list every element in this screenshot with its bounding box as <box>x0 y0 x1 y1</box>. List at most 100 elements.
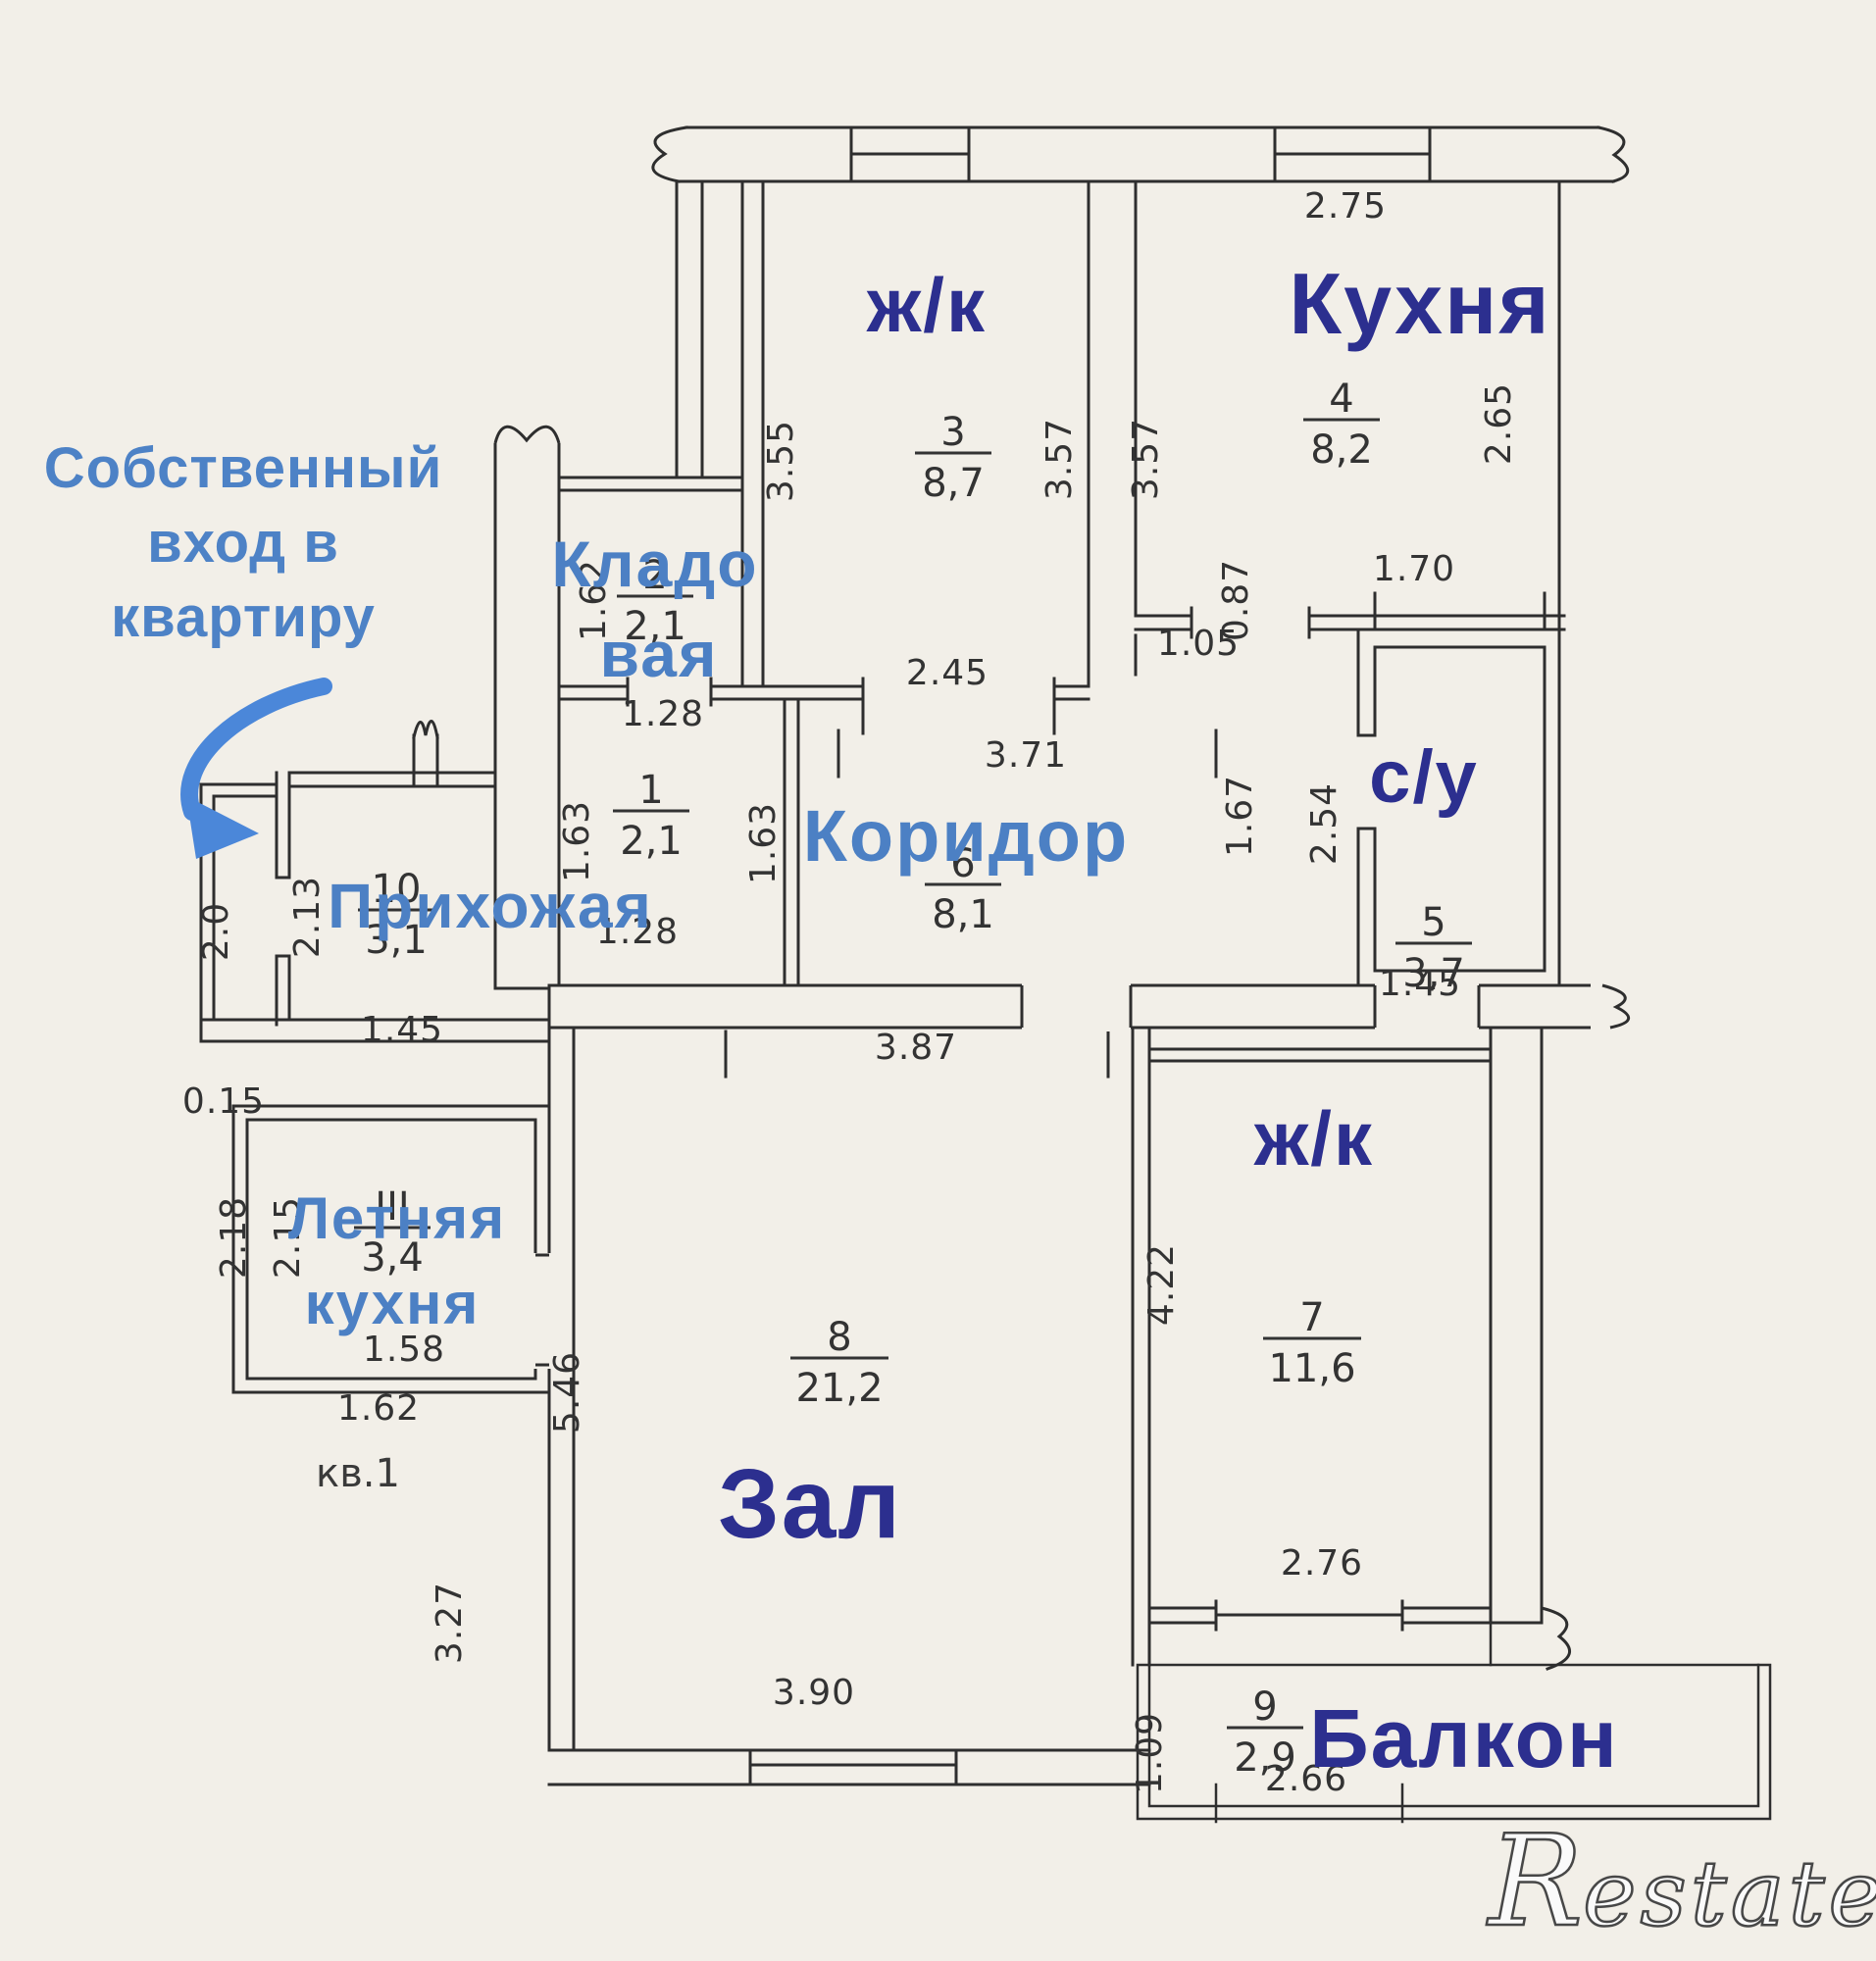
room-area: 3,7 <box>1402 951 1465 996</box>
dimension-label: 2.75 <box>1304 186 1387 226</box>
room-fraction: 821,2 <box>790 1315 888 1411</box>
dimension-label: 4.22 <box>1141 1243 1182 1326</box>
room-label: Летняя <box>288 1185 506 1251</box>
dimension-label: 1.45 <box>1379 964 1461 1004</box>
window-icon <box>849 126 971 183</box>
room-area: 2,1 <box>624 604 686 649</box>
dimension-label: 1.28 <box>596 912 679 952</box>
room-fraction: 53,7 <box>1395 900 1472 996</box>
wall-break-icon <box>1601 983 1630 1030</box>
dimension-label: 3.27 <box>430 1582 470 1664</box>
dimension-label: 1.58 <box>363 1330 445 1370</box>
room-fraction: 711,6 <box>1263 1295 1361 1391</box>
room-fraction: 68,1 <box>925 841 1001 937</box>
dimension-label: 0.15 <box>182 1081 265 1122</box>
entrance-annotation-line: вход в <box>147 511 339 575</box>
entrance-arrow-icon <box>180 678 332 859</box>
room-label: Прихожая <box>328 871 653 941</box>
dimension-label: 2.13 <box>287 876 328 958</box>
room-area: 8,7 <box>922 461 985 506</box>
room-label: Кухня <box>1289 255 1550 352</box>
room-fraction: III 3,4 <box>354 1184 431 1281</box>
wall-break-icon <box>651 126 688 183</box>
room-fraction: 92,9 <box>1227 1684 1303 1781</box>
room-area: 21,2 <box>795 1366 883 1411</box>
dimension-label: 1.62 <box>337 1388 420 1429</box>
room-area: 3,4 <box>361 1235 424 1281</box>
dimension-label: 2.15 <box>268 1196 308 1279</box>
room-number: 4 <box>1329 377 1353 422</box>
room-fraction: 103,1 <box>358 867 434 963</box>
room-fraction: 48,2 <box>1303 377 1380 473</box>
dimension-label: 3.71 <box>985 735 1067 776</box>
dimension-label: 2.0 <box>196 902 236 961</box>
room-number: 10 <box>372 867 422 912</box>
window-icon <box>1273 126 1432 183</box>
dimension-label: 5.46 <box>547 1351 587 1433</box>
room-number: 9 <box>1252 1684 1277 1730</box>
room-number: 7 <box>1299 1295 1324 1340</box>
room-label: ж/к <box>866 262 987 348</box>
room-number: III <box>375 1184 409 1230</box>
entrance-annotation-line: квартиру <box>111 585 376 649</box>
dimension-label: 1.05 <box>1157 624 1240 664</box>
dimension-label: 3.55 <box>761 420 801 502</box>
dimension-label: 1.70 <box>1373 549 1455 589</box>
room-label: ж/к <box>1253 1095 1374 1182</box>
room-number: 2 <box>642 553 667 598</box>
dimension-label: 2.65 <box>1479 382 1519 465</box>
wall-break-icon <box>412 720 439 739</box>
dimension-label: 1.63 <box>743 802 784 884</box>
dimension-label: 2.45 <box>906 653 989 693</box>
balcony-railing <box>1136 1621 1772 1824</box>
room-label: Коридор <box>803 795 1129 877</box>
watermark-initial: R <box>1487 1808 1584 1957</box>
room-label: Кладо <box>551 528 758 600</box>
room-area: 2,1 <box>620 819 683 864</box>
dimension-label: 2.76 <box>1281 1543 1363 1584</box>
room-label: с/у <box>1369 735 1479 819</box>
apartment-number-label: кв.1 <box>316 1451 400 1496</box>
room-area: 2,9 <box>1234 1735 1296 1781</box>
opening-jambs-layer <box>493 425 1630 1367</box>
dimension-label: 1.67 <box>1220 775 1260 857</box>
dimension-label: 1.63 <box>557 800 597 882</box>
room-number: 8 <box>827 1315 851 1360</box>
wall-break-icon <box>1597 126 1630 183</box>
room-label: кухня <box>305 1271 481 1336</box>
room-number: 6 <box>950 841 975 886</box>
dimension-label: 1.28 <box>622 694 704 734</box>
entrance-annotation: Собственный вход в квартиру <box>27 431 459 655</box>
room-label: Зал <box>718 1449 902 1559</box>
dimension-label: 1.45 <box>361 1010 443 1050</box>
wall-break-icon <box>1540 1606 1571 1671</box>
dimension-label: 2.54 <box>1304 782 1344 865</box>
room-number: 1 <box>638 768 663 813</box>
room-area: 3,1 <box>365 918 428 963</box>
dimension-label: 2.18 <box>214 1196 254 1279</box>
dimension-label: 1.62 <box>574 559 614 641</box>
watermark: Restate <box>1487 1808 1876 1957</box>
entrance-annotation-line: Собственный <box>43 436 443 500</box>
room-number: 3 <box>940 410 965 455</box>
room-fraction: 12,1 <box>613 768 689 864</box>
room-fraction: 22,1 <box>617 553 693 649</box>
walls-layer <box>199 126 1772 1824</box>
room-fraction: 38,7 <box>915 410 991 506</box>
dimension-label: 2.66 <box>1265 1759 1347 1799</box>
dimension-label: 1.09 <box>1130 1712 1170 1794</box>
dimension-label: 3.57 <box>1039 418 1080 500</box>
dimension-label: 3.57 <box>1126 418 1166 500</box>
room-number: 5 <box>1421 900 1445 945</box>
openings-layer <box>488 427 1634 1369</box>
room-label: Балкон <box>1309 1692 1618 1785</box>
watermark-rest: estate <box>1582 1840 1876 1948</box>
room-area: 8,1 <box>932 892 994 937</box>
room-area: 11,6 <box>1268 1346 1355 1391</box>
dimension-label: 3.90 <box>773 1673 855 1713</box>
